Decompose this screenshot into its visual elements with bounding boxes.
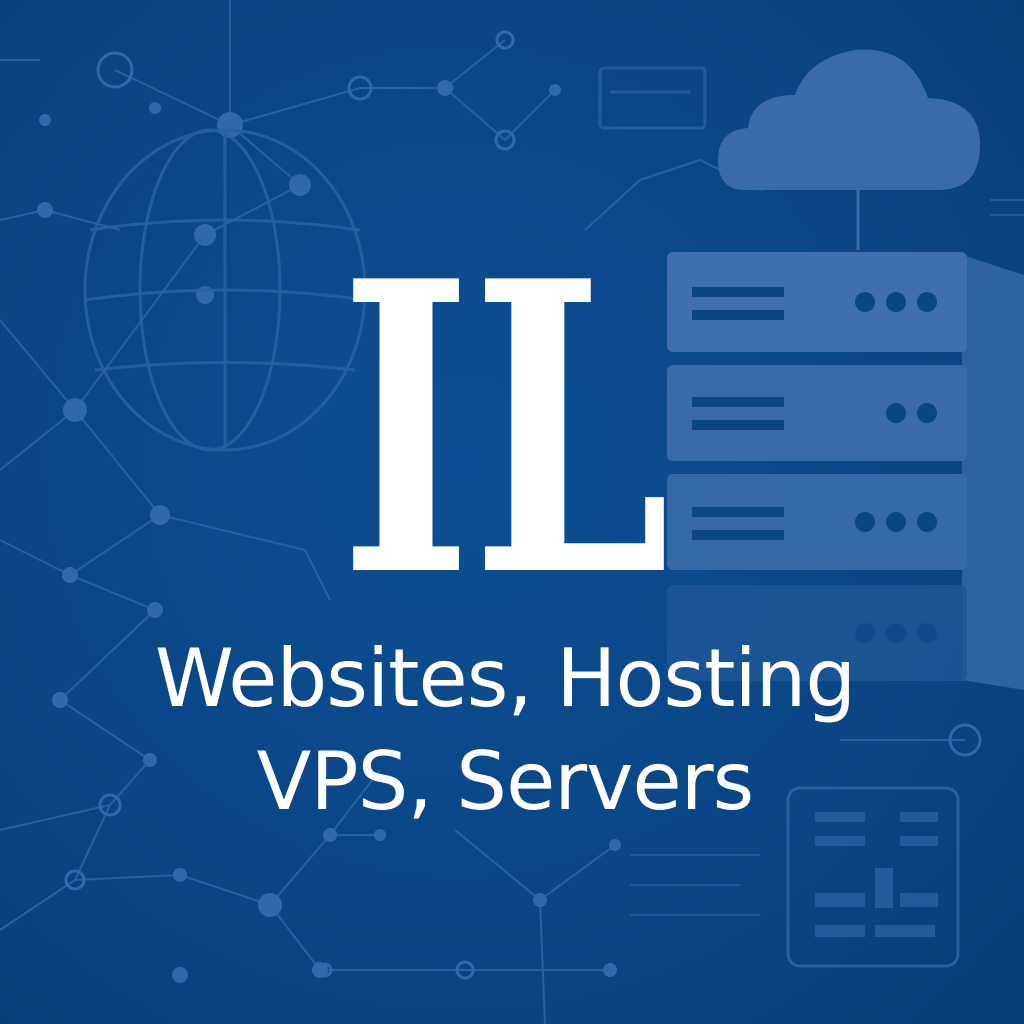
globe-icon	[83, 128, 367, 452]
cloud-icon	[718, 49, 980, 250]
decorative-lines	[630, 199, 1024, 916]
network-rings	[64, 30, 982, 980]
brand-logo: IL	[340, 230, 670, 580]
server-rack-icon	[667, 252, 1024, 690]
network-nodes	[37, 80, 621, 983]
tagline-line-1: Websites, Hosting	[154, 632, 856, 725]
logo-letters: IL	[340, 230, 670, 580]
window-outline-icon	[598, 66, 707, 130]
server-document-icon	[786, 786, 960, 968]
tagline-line-2: VPS, Servers	[256, 735, 755, 828]
